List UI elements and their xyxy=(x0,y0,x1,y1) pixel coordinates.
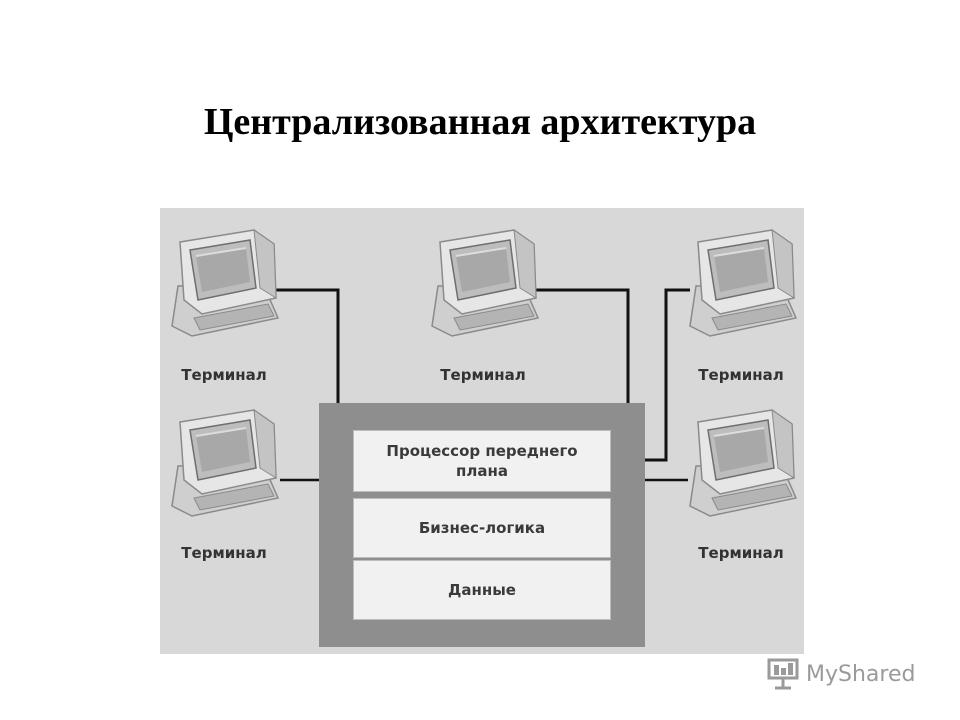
layer-business-logic: Бизнес-логика xyxy=(353,498,611,558)
presentation-board-icon xyxy=(766,657,800,691)
architecture-diagram: Процессор переднего плана Бизнес-логика … xyxy=(160,208,804,654)
watermark-text: MyShared xyxy=(806,662,915,687)
crt-terminal-icon xyxy=(690,230,796,336)
crt-terminal-icon xyxy=(690,410,796,516)
terminal-label-bottom-right: Терминал xyxy=(681,544,801,562)
crt-terminal-icon xyxy=(172,410,278,516)
terminal-label-top-left: Терминал xyxy=(164,366,284,384)
page-title: Централизованная архитектура xyxy=(0,100,960,144)
watermark: MyShared xyxy=(766,654,915,694)
terminal-label-top-right: Терминал xyxy=(681,366,801,384)
layer-data: Данные xyxy=(353,560,611,620)
crt-terminal-icon xyxy=(432,230,538,336)
crt-terminal-icon xyxy=(172,230,278,336)
terminal-label-bottom-left: Терминал xyxy=(164,544,284,562)
layer-front-end-processor: Процессор переднего плана xyxy=(353,430,611,492)
terminal-label-top-center: Терминал xyxy=(423,366,543,384)
